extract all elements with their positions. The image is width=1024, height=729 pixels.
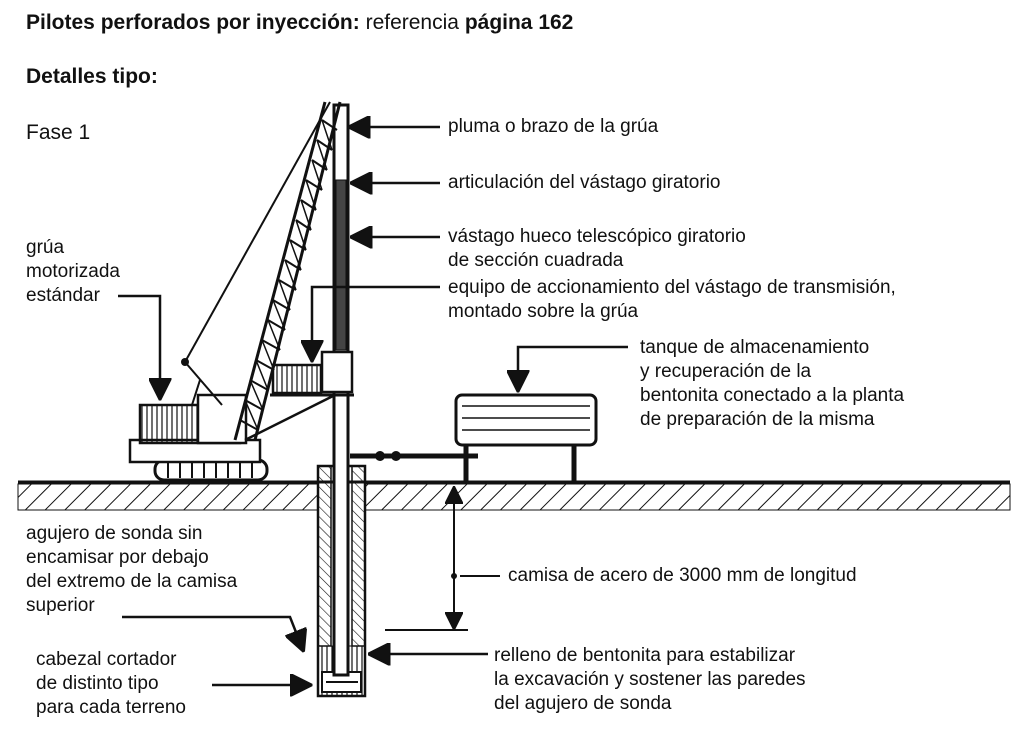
subtitle: Detalles tipo:: [26, 65, 158, 88]
phase-label: Fase 1: [26, 121, 91, 144]
title-page-ref: página 162: [464, 11, 574, 34]
label-drive-unit: equipo de accionamiento del vástago de t…: [448, 276, 896, 324]
label-crane: grúa motorizada estándar: [26, 236, 120, 308]
label-bentonite-fill: relleno de bentonita para estabilizar la…: [494, 644, 806, 716]
label-line: la excavación y sostener las paredes: [494, 669, 806, 690]
label-casing: camisa de acero de 3000 mm de longitud: [508, 565, 857, 586]
label-cutter-head: cabezal cortador de distinto tipo para c…: [36, 648, 186, 720]
label-kelly-bar: vástago hueco telescópico giratorio de s…: [448, 225, 746, 273]
label-line: para cada terreno: [36, 697, 186, 718]
title-bold-part: Pilotes perforados por inyección:: [26, 11, 360, 34]
title-normal-part: referencia: [365, 11, 459, 34]
label-line: equipo de accionamiento del vástago de t…: [448, 277, 896, 298]
crane: [128, 101, 354, 482]
label-tank: tanque de almacenamiento y recuperación …: [640, 336, 904, 432]
casing-dimension: [385, 488, 500, 631]
label-line: del extremo de la camisa: [26, 571, 238, 592]
bentonite-tank: [350, 393, 598, 482]
label-line: de sección cuadrada: [448, 250, 624, 271]
label-line: cabezal cortador: [36, 649, 177, 670]
label-line: del agujero de sonda: [494, 693, 672, 714]
label-line: motorizada: [26, 261, 120, 282]
label-line: vástago hueco telescópico giratorio: [448, 226, 746, 247]
label-line: relleno de bentonita para estabilizar: [494, 645, 796, 666]
label-boom: pluma o brazo de la grúa: [448, 116, 659, 137]
label-line: superior: [26, 595, 95, 616]
label-line: agujero de sonda sin: [26, 523, 203, 544]
label-line: de preparación de la misma: [640, 409, 875, 430]
page-title: Pilotes perforados por inyección: refere…: [26, 10, 573, 36]
leader-lines: [118, 127, 628, 685]
label-line: estándar: [26, 285, 100, 306]
label-kelly-joint: articulación del vástago giratorio: [448, 172, 721, 193]
label-line: bentonita conectado a la planta: [640, 385, 905, 406]
label-line: y recuperación de la: [640, 361, 812, 382]
label-line: grúa: [26, 237, 65, 258]
label-uncased-hole: agujero de sonda sin encamisar por debaj…: [26, 522, 237, 618]
label-line: de distinto tipo: [36, 673, 159, 694]
ground: [17, 480, 1011, 511]
label-line: tanque de almacenamiento: [640, 337, 870, 358]
label-line: montado sobre la grúa: [448, 301, 639, 322]
label-line: encamisar por debajo: [26, 547, 209, 568]
